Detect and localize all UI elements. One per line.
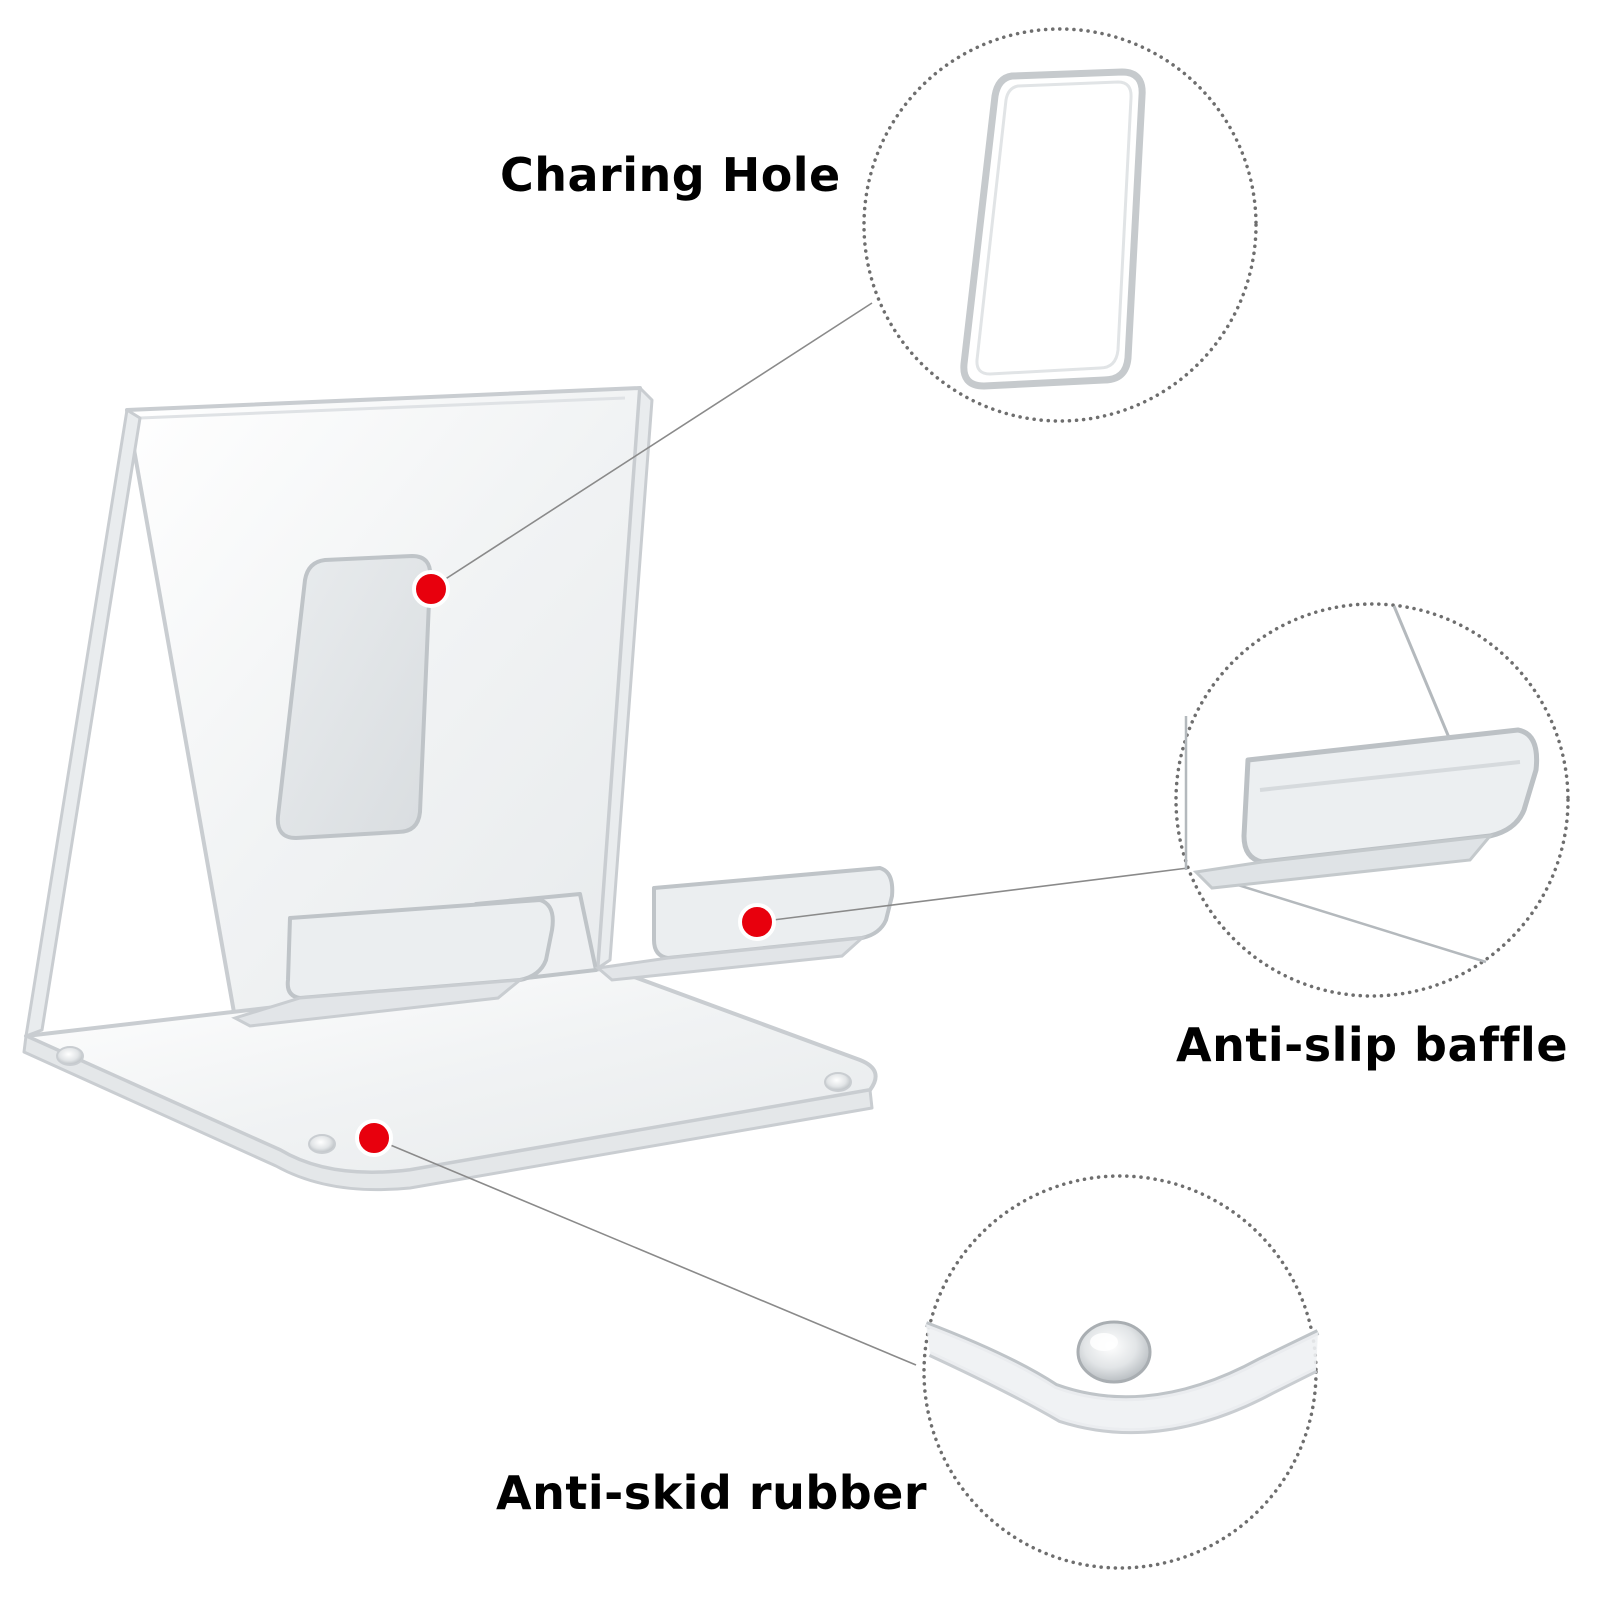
charging-hole-label: Charing Hole bbox=[500, 148, 841, 202]
leader-line-charging bbox=[429, 302, 873, 590]
stand-left-leg bbox=[24, 408, 142, 1038]
zoom-rubber-bumper-highlight bbox=[1090, 1333, 1118, 1351]
stand-left-baffle-slope bbox=[231, 978, 525, 1028]
zoom-baffle-ridge bbox=[1259, 760, 1521, 792]
red-dot-marker-icon bbox=[738, 903, 776, 941]
red-dot-marker-icon bbox=[355, 1119, 393, 1157]
zoom-baffle-body bbox=[1241, 727, 1540, 865]
zoom-circle-rubber bbox=[922, 1174, 1320, 1570]
markers bbox=[355, 570, 776, 1157]
stand-right-leg bbox=[596, 386, 654, 970]
zoom-rubber-bumper bbox=[1076, 1320, 1152, 1384]
zoom-charging-hole-inner bbox=[975, 80, 1133, 376]
acrylic-stand bbox=[22, 386, 895, 1192]
leader-line-baffle bbox=[756, 867, 1189, 923]
zoom-baffle-panel-edge bbox=[1392, 605, 1452, 741]
anti-slip-baffle-label: Anti-slip baffle bbox=[1176, 1018, 1569, 1072]
anti-skid-rubber-label: Anti-skid rubber bbox=[496, 1466, 928, 1520]
leader-line-rubber bbox=[375, 1138, 917, 1366]
zoom-baffle-slope bbox=[1192, 834, 1494, 890]
base-foot-rubber bbox=[824, 1072, 852, 1092]
zoom-baffle-base-line bbox=[1195, 870, 1487, 964]
stand-right-baffle-slope bbox=[594, 936, 867, 982]
zoom-rubber-plate-thickness bbox=[926, 1324, 1318, 1432]
leader-lines bbox=[375, 302, 1189, 1366]
stand-left-baffle bbox=[285, 898, 555, 1000]
red-dot-marker-icon bbox=[412, 570, 450, 608]
zoom-circle-baffle bbox=[1174, 602, 1570, 998]
stand-back-panel-edge bbox=[139, 396, 626, 420]
zoom-charging-hole-shape bbox=[960, 68, 1146, 390]
stand-base-plate-thickness bbox=[22, 1034, 874, 1192]
charging-hole-cutout bbox=[275, 553, 433, 841]
base-foot-rubber bbox=[56, 1046, 84, 1066]
base-foot-rubber bbox=[308, 1134, 336, 1154]
zoom-circle-charging bbox=[862, 27, 1258, 423]
